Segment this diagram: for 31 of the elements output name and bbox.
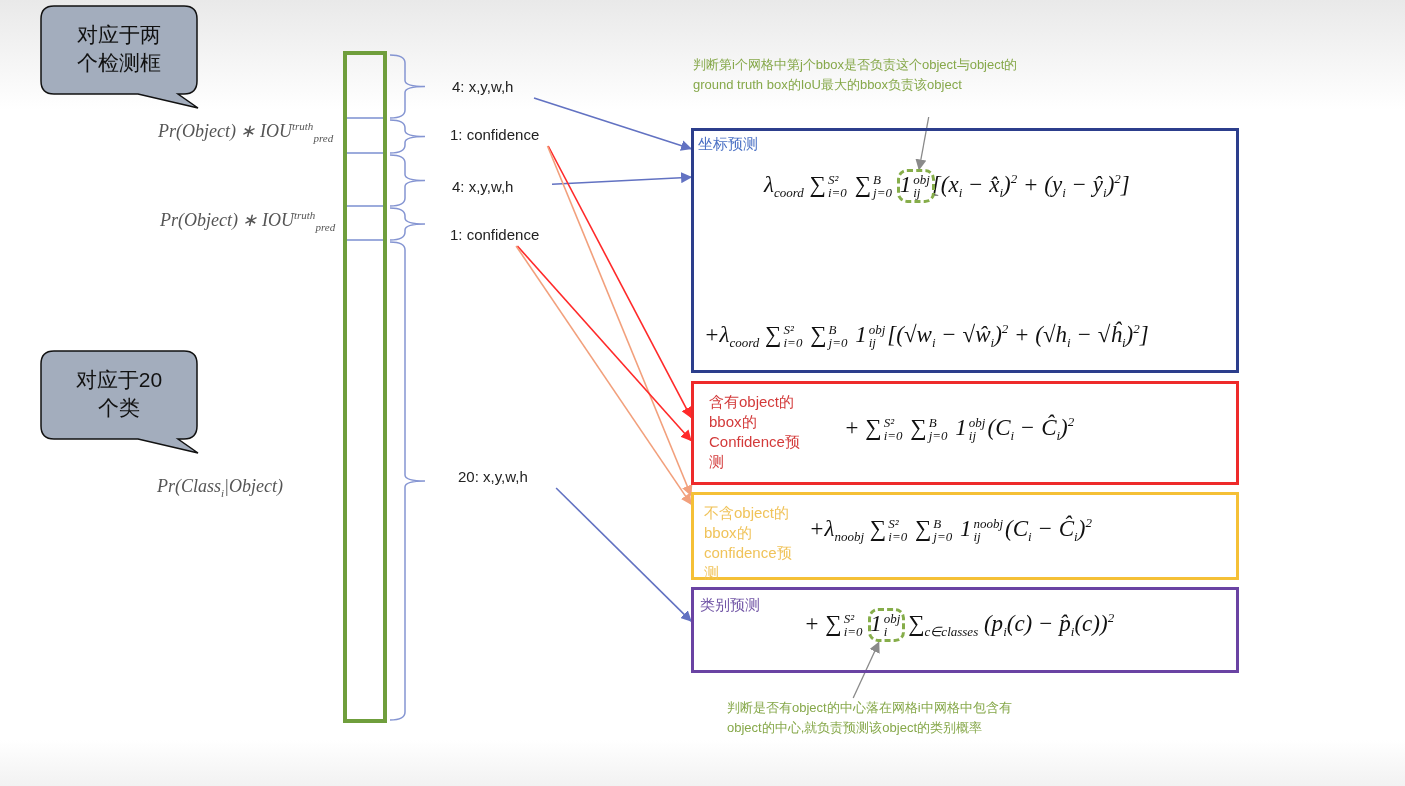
section-label: 坐标预测 [698,134,759,154]
arrow [555,487,692,622]
bubble-text: 对应于20个类 [74,367,164,421]
speech-bubble [40,5,200,110]
loss-term-box [691,128,1239,373]
vector-segment-label: 1: confidence [450,124,570,146]
arrow [546,145,693,497]
leader-line [852,641,880,699]
vector-segment-label: 4: x,y,w,h [452,76,552,98]
loss-term-box [691,587,1239,673]
leader-line [915,116,930,171]
arrow [533,97,693,151]
speech-bubble [40,350,200,455]
arrow [516,245,692,442]
probability-label: Pr(Class$_{i}$|Object) [157,476,283,499]
loss-term-box [691,492,1239,580]
annotation-note: 判断是否有object的中心落在网格i中网格中包含有object的中心,就负责预测该object的类别概率 [727,698,1017,760]
vector-segment-label: 1: confidence [450,224,570,246]
arrow [547,145,692,419]
section-label: 类别预测 [700,595,761,615]
dashed-highlight-box [867,608,906,643]
vector-segment-label: 4: x,y,w,h [452,176,552,198]
annotation-note: 判断第i个网格中第j个bbox是否负责这个object与object的ground truth box的IoU最大的bbox负责该object [693,55,1038,117]
section-label: 含有object的bbox的Confidence预测 [709,392,801,472]
vector-segment-label: 20: x,y,w,h [458,466,568,488]
arrow [515,245,692,505]
loss-term-box [691,381,1239,485]
dashed-highlight-box [897,169,935,204]
section-label: 不含object的bbox的confidence预测 [704,503,793,583]
arrow [551,172,693,186]
bubble-text: 对应于两个检测框 [76,22,162,76]
